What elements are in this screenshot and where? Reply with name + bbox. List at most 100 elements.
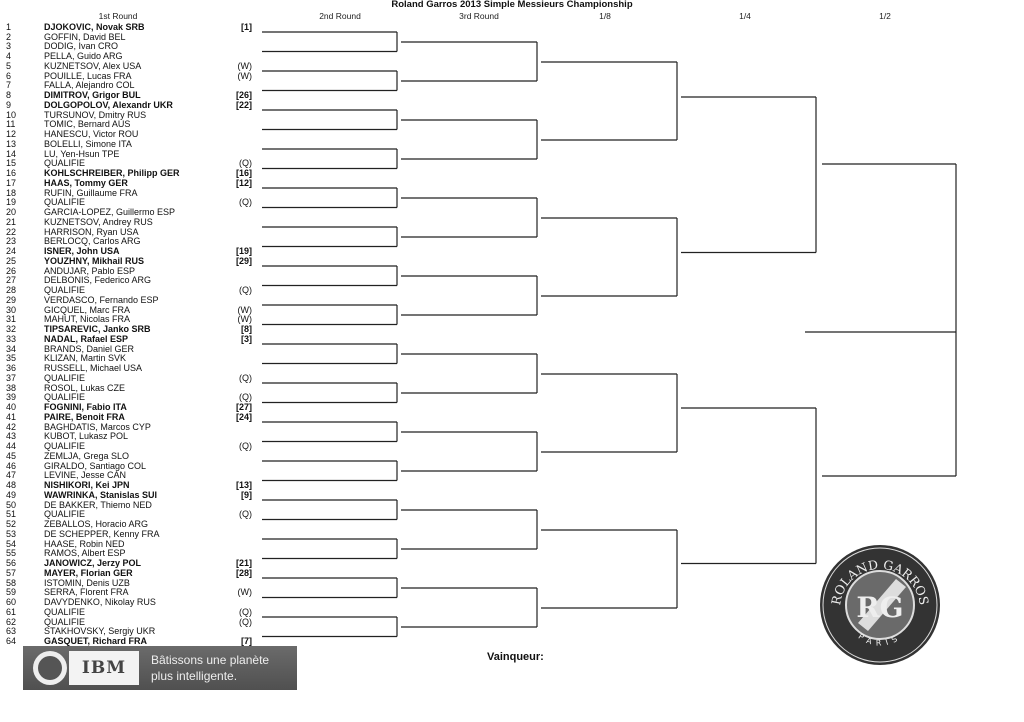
player-name: RUSSELL, Michael USA xyxy=(44,363,143,374)
draw-number: 18 xyxy=(6,187,17,198)
draw-title: Roland Garros 2013 Simple Messieurs Cham… xyxy=(391,0,633,10)
player-name: BERLOCQ, Carlos ARG xyxy=(44,236,141,247)
draw-number: 7 xyxy=(6,80,12,91)
logo-monogram: RG xyxy=(856,591,903,624)
player-seed: [29] xyxy=(235,255,252,266)
player-name: QUALIFIE xyxy=(44,197,86,208)
draw-number: 42 xyxy=(6,421,17,432)
player-name: ANDUJAR, Pablo ESP xyxy=(44,265,136,276)
player-name: QUALIFIE xyxy=(44,616,86,627)
player-name: PAIRE, Benoit FRA xyxy=(44,411,125,422)
player-name: LU, Yen-Hsun TPE xyxy=(44,148,120,159)
draw-number: 63 xyxy=(6,626,17,637)
draw-number: 33 xyxy=(6,333,17,344)
player-name: WAWRINKA, Stanislas SUI xyxy=(44,489,158,500)
player-name: RAMOS, Albert ESP xyxy=(44,548,126,559)
player-name: DODIG, Ivan CRO xyxy=(44,41,119,52)
draw-number: 32 xyxy=(6,324,17,335)
player-name: KOHLSCHREIBER, Philipp GER xyxy=(44,168,180,179)
round-header-3: 3rd Round xyxy=(459,11,499,21)
draw-number: 13 xyxy=(6,138,17,149)
draw-number: 60 xyxy=(6,597,17,607)
player-name: SERRA, Florent FRA xyxy=(44,587,129,598)
player-name: QUALIFIE xyxy=(44,441,86,452)
player-seed: [19] xyxy=(235,246,252,257)
draw-number: 62 xyxy=(6,616,17,627)
draw-number: 19 xyxy=(6,197,17,208)
player-seed: (Q) xyxy=(239,509,252,520)
player-seed: [3] xyxy=(241,333,252,344)
draw-number: 24 xyxy=(6,246,17,257)
player-seed: (Q) xyxy=(239,285,252,296)
player-name: DE SCHEPPER, Kenny FRA xyxy=(44,528,160,539)
draw-number: 55 xyxy=(6,548,17,559)
player-name: BRANDS, Daniel GER xyxy=(44,343,135,354)
player-name: DELBONIS, Federico ARG xyxy=(44,275,152,286)
round-header-5: 1/4 xyxy=(739,11,751,21)
player-name: FALLA, Alejandro COL xyxy=(44,80,135,91)
draw-number: 15 xyxy=(6,158,17,169)
draw-number: 31 xyxy=(6,314,17,325)
draw-number: 46 xyxy=(6,460,17,471)
player-row: 38 ROSOL, Lukas CZE xyxy=(0,383,260,393)
player-name: STAKHOVSKY, Sergiy UKR xyxy=(44,626,156,637)
player-seed: (W) xyxy=(237,60,253,71)
draw-number: 36 xyxy=(6,363,17,374)
draw-number: 27 xyxy=(6,275,17,286)
player-name: ROSOL, Lukas CZE xyxy=(44,382,126,393)
player-name: HANESCU, Victor ROU xyxy=(44,129,139,140)
draw-number: 38 xyxy=(6,382,17,393)
draw-number: 14 xyxy=(6,148,17,159)
player-row: 27 DELBONIS, Federico ARG xyxy=(0,275,260,285)
draw-number: 9 xyxy=(6,99,12,110)
player-seed: [27] xyxy=(235,402,252,413)
player-seed: (Q) xyxy=(239,616,252,627)
player-seed: [22] xyxy=(235,99,252,110)
player-name: TOMIC, Bernard AUS xyxy=(44,119,131,130)
draw-number: 52 xyxy=(6,519,17,530)
player-seed: [26] xyxy=(235,90,252,101)
draw-number: 8 xyxy=(6,90,12,101)
player-seed: (W) xyxy=(237,70,253,81)
player-row: 62 QUALIFIE (Q) xyxy=(0,617,260,627)
draw-number: 39 xyxy=(6,392,17,403)
player-seed: [28] xyxy=(235,567,252,578)
draw-number: 5 xyxy=(6,60,12,71)
draw-number: 3 xyxy=(6,41,12,52)
player-name: DIMITROV, Grigor BUL xyxy=(44,90,141,101)
player-seed: [12] xyxy=(235,177,252,188)
player-name: KUZNETSOV, Alex USA xyxy=(44,60,142,71)
player-row: 3 DODIG, Ivan CRO xyxy=(0,41,260,51)
player-name: KUBOT, Lukasz POL xyxy=(44,431,129,442)
draw-number: 20 xyxy=(6,207,17,218)
player-seed: [24] xyxy=(235,411,252,422)
